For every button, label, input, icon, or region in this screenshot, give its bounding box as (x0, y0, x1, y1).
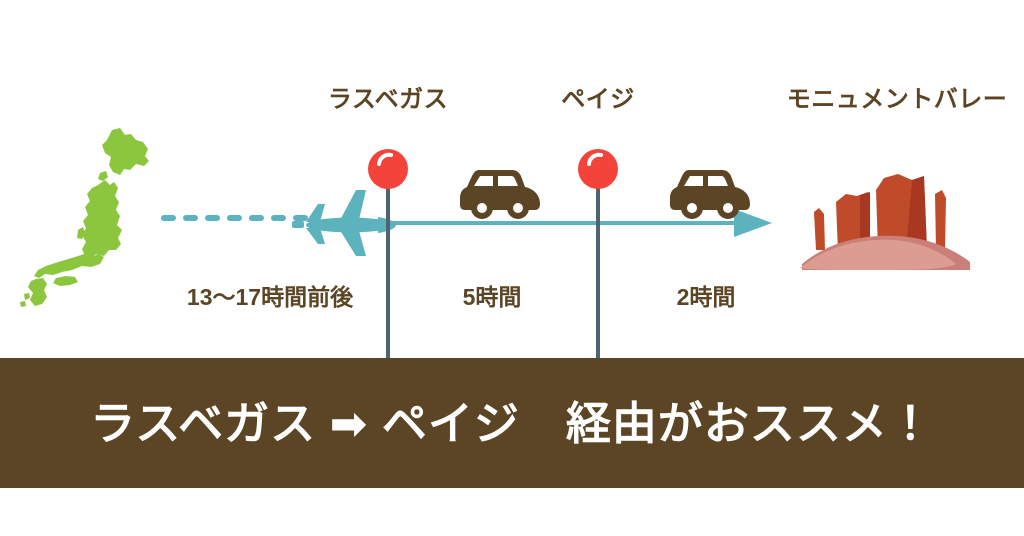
place-label-page: ペイジ (561, 86, 635, 113)
route-line (386, 206, 776, 240)
map-pin-las-vegas[interactable] (366, 143, 410, 359)
recommendation-banner: ラスベガス ➡ ペイジ 経由がおススメ！ (0, 358, 1024, 488)
japan-map-icon (12, 126, 168, 308)
car-icon-leg-1 (459, 164, 541, 220)
dashed-flight-path (160, 211, 320, 223)
map-pin-page[interactable] (576, 143, 620, 359)
duration-label-vegas-to-page: 5時間 (462, 284, 522, 310)
place-label-las-vegas: ラスベガス (327, 86, 449, 113)
airplane-icon (292, 186, 398, 258)
car-icon-leg-2 (669, 164, 751, 220)
monument-valley-icon (794, 158, 978, 274)
duration-label-page-to-monument: 2時間 (676, 284, 736, 310)
place-label-monument-valley: モニュメントバレー (786, 86, 1008, 113)
duration-label-japan-to-vegas: 13〜17時間前後 (186, 284, 354, 310)
recommendation-banner-text: ラスベガス ➡ ペイジ 経由がおススメ！ (90, 397, 934, 449)
